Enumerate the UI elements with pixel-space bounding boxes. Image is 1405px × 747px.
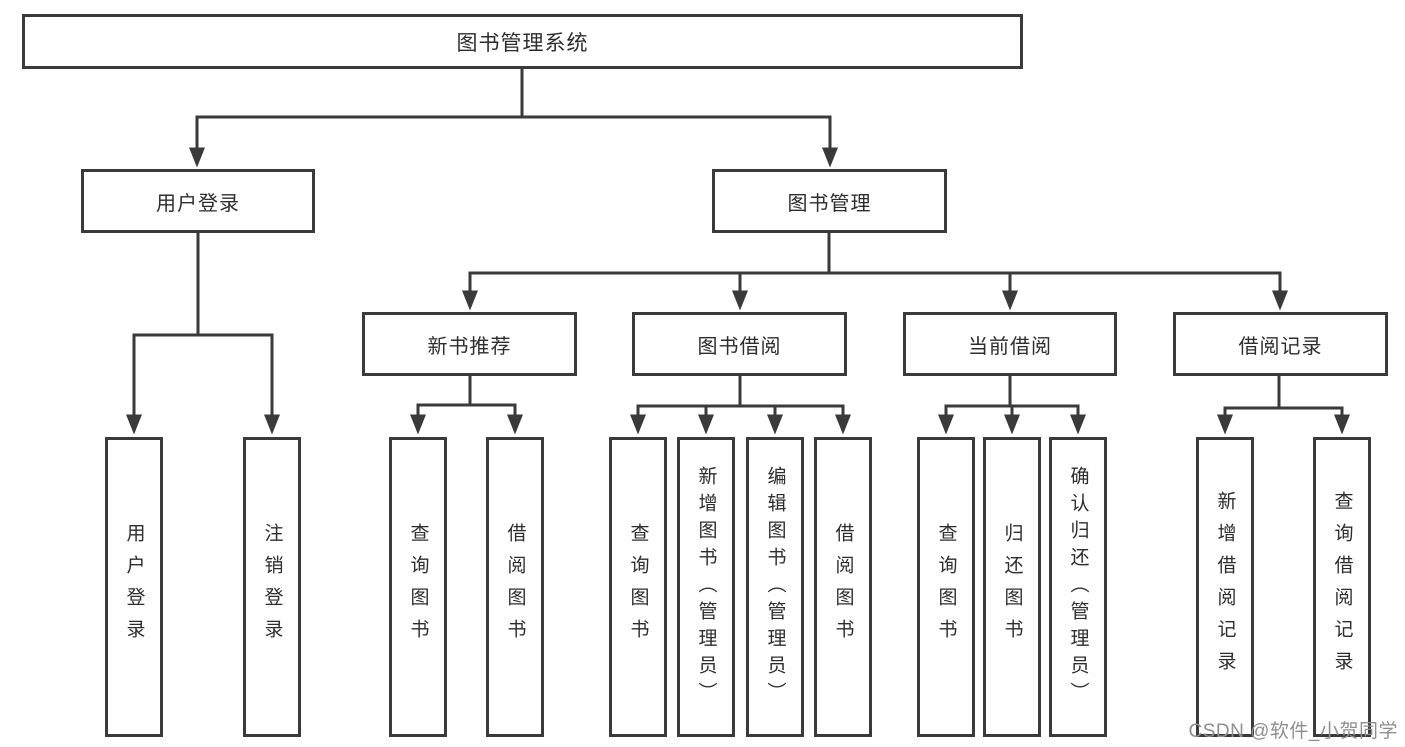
connector-current-borrow [938,374,1086,435]
leaf-query-books-3-label: 查询图书 [935,523,957,651]
leaf-borrow-books-2: 借阅图书 [814,437,872,737]
leaf-query-books-1: 查询图书 [389,437,447,737]
connector-root-split [189,67,838,168]
leaf-query-books-2-label: 查询图书 [627,523,649,651]
leaf-logout: 注销登录 [243,437,301,737]
leaf-return-books: 归还图书 [983,437,1041,737]
node-book-borrow: 图书借阅 [632,312,847,376]
leaf-add-borrow-record: 新增借阅记录 [1196,437,1254,737]
connector-book-borrow [630,374,851,435]
leaf-user-login-label: 用户登录 [123,523,145,651]
leaf-borrow-books-1-label: 借阅图书 [504,523,526,651]
leaf-edit-books-admin-label: 编辑图书（管理员） [764,465,786,709]
leaf-add-books-admin: 新增图书（管理员） [677,437,735,737]
leaf-add-books-admin-label: 新增图书（管理员） [695,465,717,709]
node-book-management-label: 图书管理 [787,192,872,215]
node-root-label: 图书管理系统 [456,31,589,55]
csdn-watermark: CSDN @软件_小贺同学 [1188,721,1398,742]
connector-borrow-records [1217,374,1350,435]
node-user-login-label: 用户登录 [156,192,240,215]
connector-user-login [126,231,280,435]
node-root: 图书管理系统 [22,14,1023,69]
node-new-books: 新书推荐 [362,312,577,376]
connector-new-books [410,374,523,435]
leaf-edit-books-admin: 编辑图书（管理员） [746,437,804,737]
leaf-query-borrow-record: 查询借阅记录 [1313,437,1371,737]
leaf-user-login: 用户登录 [105,437,163,737]
leaf-query-books-1-label: 查询图书 [407,523,429,651]
leaf-borrow-books-2-label: 借阅图书 [832,523,854,651]
node-current-borrow-label: 当前借阅 [968,335,1052,358]
leaf-borrow-books-1: 借阅图书 [486,437,544,737]
leaf-confirm-return-admin-label: 确认归还（管理员） [1067,465,1089,709]
node-borrow-records: 借阅记录 [1173,312,1388,376]
node-new-books-label: 新书推荐 [427,335,512,358]
leaf-add-borrow-record-label: 新增借阅记录 [1214,491,1236,683]
node-current-borrow: 当前借阅 [903,312,1117,376]
connector-book-management [462,231,1288,311]
node-book-management: 图书管理 [712,169,947,233]
node-book-borrow-label: 图书借阅 [697,335,782,358]
node-user-login: 用户登录 [81,169,315,233]
leaf-logout-label: 注销登录 [261,523,283,651]
node-borrow-records-label: 借阅记录 [1238,335,1323,358]
leaf-query-books-3: 查询图书 [917,437,975,737]
leaf-return-books-label: 归还图书 [1001,523,1023,651]
leaf-query-books-2: 查询图书 [609,437,667,737]
leaf-query-borrow-record-label: 查询借阅记录 [1331,491,1353,683]
leaf-confirm-return-admin: 确认归还（管理员） [1049,437,1107,737]
